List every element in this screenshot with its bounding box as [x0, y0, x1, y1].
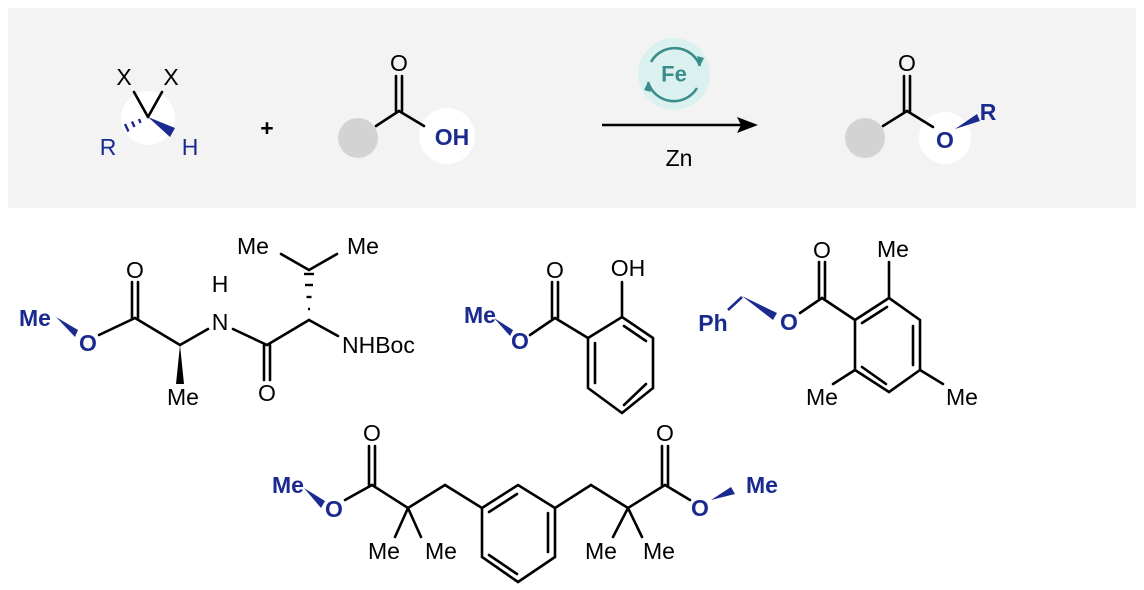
- hashed-bond: [304, 272, 314, 311]
- reactive-site-highlight: [419, 108, 475, 164]
- oxygen-label: O: [126, 257, 144, 283]
- substituent-placeholder: [845, 118, 885, 158]
- methyl-label: Me: [425, 538, 457, 564]
- methyl-label: Me: [585, 538, 617, 564]
- r-group-label: R: [980, 99, 997, 125]
- bold-bond: [494, 318, 513, 336]
- bis-methyl-ester: Me O O Me Me Me Me O O Me: [272, 420, 778, 584]
- methyl-label: Me: [877, 236, 909, 262]
- bonds: [528, 280, 655, 415]
- bonds: [132, 90, 164, 119]
- benzyl-mesitoate: Ph O O Me Me Me: [698, 236, 978, 410]
- hydroxyl-label: OH: [435, 124, 470, 150]
- wedge-bond: [176, 345, 184, 384]
- methyl-label: Me: [368, 538, 400, 564]
- dipeptide-methyl-ester: Me O O H N Me O Me Me NHBoc: [19, 233, 415, 410]
- plus-sign: +: [260, 115, 273, 141]
- arrow-head: [737, 117, 758, 133]
- bonds: [374, 74, 426, 128]
- methyl-label: Me: [946, 384, 978, 410]
- oxygen-label: O: [258, 380, 276, 406]
- ester-oxygen-label: O: [936, 127, 954, 153]
- nitrogen-label: N: [212, 309, 229, 335]
- r-group-label: R: [100, 134, 117, 160]
- methyl-label: Me: [464, 302, 496, 328]
- oxygen-label: O: [546, 257, 564, 283]
- reaction-panel: [8, 8, 1136, 208]
- cycle-arrowhead-icon: [697, 56, 704, 66]
- oxygen-label: O: [691, 495, 709, 521]
- methyl-salicylate: Me O O OH: [464, 255, 655, 415]
- oxygen-label: O: [511, 328, 529, 354]
- cycle-arrowhead-icon: [644, 82, 651, 92]
- hydrogen-label: H: [182, 134, 199, 160]
- methyl-label: Me: [806, 384, 838, 410]
- bonds: [97, 252, 340, 382]
- hydroxyl-label: OH: [611, 255, 646, 281]
- hashed-bond: [123, 118, 142, 133]
- methyl-label: Me: [347, 233, 379, 259]
- bold-bond: [56, 317, 78, 337]
- substituent-placeholder: [338, 118, 378, 158]
- carboxylic-acid-reactant: O OH: [338, 50, 475, 164]
- carbonyl-oxygen-label: O: [898, 50, 916, 76]
- wedge-bond: [148, 117, 175, 137]
- reagent-label: Zn: [666, 145, 693, 171]
- bonds: [881, 74, 935, 129]
- catalyst-label: Fe: [661, 62, 687, 87]
- phenyl-label: Ph: [698, 310, 727, 336]
- bold-bond: [711, 487, 735, 500]
- oxygen-label: O: [363, 420, 381, 446]
- oxygen-label: O: [813, 237, 831, 263]
- bold-bond: [304, 488, 325, 508]
- bold-bond: [742, 296, 777, 320]
- oxygen-label: O: [325, 496, 343, 522]
- benzylic-bond: [727, 296, 743, 311]
- methyl-label: Me: [167, 384, 199, 410]
- halogen-label: X: [116, 64, 131, 90]
- bold-bond: [955, 114, 980, 129]
- methyl-label: Me: [643, 538, 675, 564]
- ester-product: O O R: [845, 50, 997, 164]
- halogen-label: X: [163, 64, 178, 90]
- reaction-arrow: Fe Zn: [602, 38, 758, 171]
- nhboc-label: NHBoc: [342, 332, 415, 358]
- bonds: [343, 444, 692, 584]
- carbonyl-oxygen-label: O: [390, 50, 408, 76]
- methyl-label: Me: [746, 472, 778, 498]
- bonds: [798, 260, 945, 394]
- oxygen-label: O: [79, 330, 97, 356]
- dihalide-reactant: X X R H: [100, 64, 199, 160]
- oxygen-label: O: [780, 309, 798, 335]
- methyl-label: Me: [19, 305, 51, 331]
- methyl-label: Me: [272, 472, 304, 498]
- oxygen-label: O: [656, 420, 674, 446]
- hydrogen-label: H: [212, 271, 229, 297]
- catalytic-cycle-icon: [646, 46, 702, 103]
- methyl-label: Me: [237, 233, 269, 259]
